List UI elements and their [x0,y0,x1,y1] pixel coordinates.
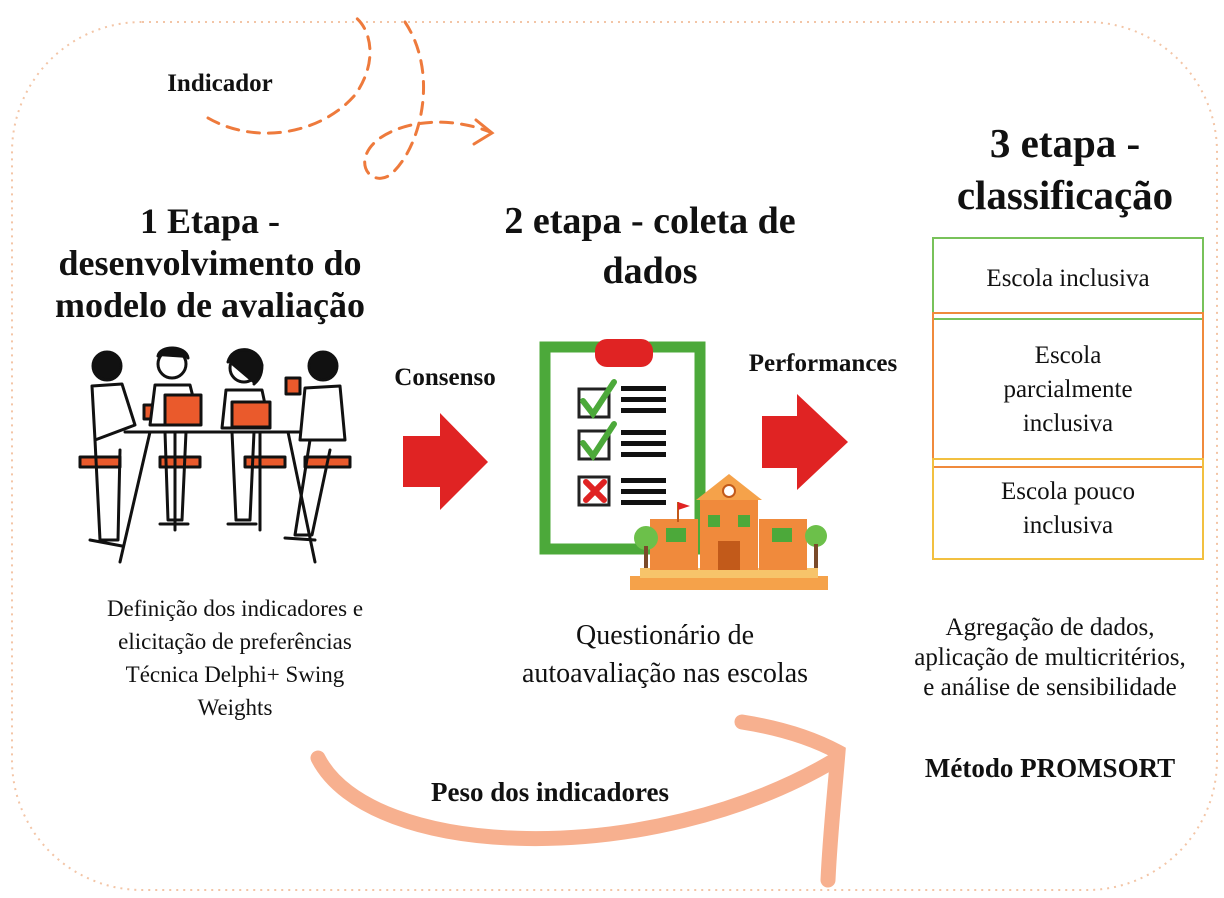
performances-label: Performances [748,350,898,377]
stage1-desc-line: elicitação de preferências [118,629,352,654]
stage1-description: Definição dos indicadores e elicitação d… [55,592,415,724]
consenso-label: Consenso [394,364,496,391]
stage1-title-line: modelo de avaliação [55,285,365,325]
stage2-title-line: 2 etapa - coleta de [504,200,796,242]
indicador-label: Indicador [167,70,273,97]
stage1-desc-line: Definição dos indicadores e [106,596,364,621]
stage1-title: 1 Etapa - desenvolvimento do modelo de a… [40,200,380,326]
peso-label: Peso dos indicadores [430,777,670,807]
clipboard-checklist-icon [539,339,706,555]
stage3-title-line: 3 etapa - [989,120,1141,166]
class-box-parcialmente: Escola parcialmente inclusiva [932,312,1204,468]
class-label: inclusiva [1022,512,1114,539]
class-box-pouco: Escola pouco inclusiva [932,458,1204,560]
dashed-loop-arrow [206,13,495,180]
stage2-description: Questionário de autoavaliação nas escola… [450,617,880,693]
stage3-title: 3 etapa - classificação [915,117,1215,221]
promsort-label: Método PROMSORT [924,753,1176,783]
stage3-desc-line: Agregação de dados, [945,614,1155,641]
class-label: Escola pouco [1001,478,1135,505]
team-meeting-illustration [78,346,352,564]
stage1-title-line: desenvolvimento do [58,243,362,283]
stage1-desc-line: Técnica Delphi+ Swing [125,662,345,687]
class-label: parcialmente [1003,376,1133,403]
school-building-icon [630,474,828,590]
class-label: Escola inclusiva [986,264,1150,292]
stage1-title-line: 1 Etapa - [139,201,280,241]
stage3-description: Agregação de dados, aplicação de multicr… [880,613,1220,703]
stage3-desc-line: e análise de sensibilidade [923,674,1177,701]
stage3-desc-line: aplicação de multicritérios, [914,644,1186,671]
class-box-inclusiva: Escola inclusiva [932,237,1204,320]
class-label: Escola [1034,342,1102,369]
class-label: inclusiva [1022,410,1114,437]
stage2-title: 2 etapa - coleta de dados [440,196,860,296]
stage1-desc-line: Weights [197,695,273,720]
performances-arrow [762,394,848,490]
peso-curve-arrow [310,714,846,888]
stage2-title-line: dados [602,250,698,292]
stage2-desc-line: Questionário de [575,620,755,651]
stage3-title-line: classificação [956,172,1174,218]
stage2-desc-line: autoavaliação nas escolas [521,658,809,689]
consenso-arrow [403,413,488,510]
